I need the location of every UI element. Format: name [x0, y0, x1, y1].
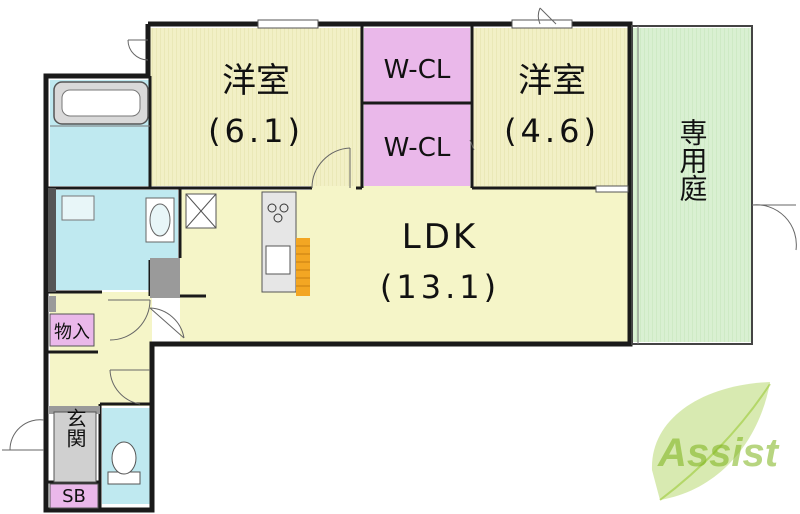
shoe-box-label-box	[49, 483, 99, 509]
private-garden-border	[631, 25, 753, 345]
walk-in-closet-2-label: W-CL	[384, 133, 451, 163]
western-room-2-name: 洋室	[518, 61, 586, 101]
private-garden-label: 専用庭	[676, 118, 709, 202]
western-room-2-floor	[472, 28, 628, 186]
assist-logo: Assist	[651, 382, 780, 501]
refrigerator-space	[185, 193, 217, 229]
washbasin	[61, 195, 175, 243]
ldk-name: LDK	[402, 217, 478, 257]
logo-leaf-icon	[651, 382, 770, 500]
toilet-fixture	[107, 441, 141, 485]
walls	[43, 21, 633, 513]
private-garden-floor	[632, 28, 752, 342]
doors	[2, 7, 797, 451]
hallway-floor	[50, 292, 152, 406]
wall-posts	[48, 188, 180, 414]
western-room-1-size: (6.1)	[208, 112, 304, 150]
ldk-floor-upper	[310, 186, 628, 192]
entrance-label-box	[53, 411, 97, 483]
western-room-1-name: 洋室	[222, 61, 290, 101]
logo-text: Assist	[657, 431, 780, 475]
ldk-floor	[180, 190, 628, 342]
kitchen-counter	[261, 191, 310, 296]
walk-in-closet-1-floor	[364, 28, 470, 102]
bathtub	[50, 81, 150, 127]
walk-in-closet-1-label: W-CL	[384, 55, 451, 85]
entrance-label: 玄関	[63, 408, 87, 448]
walk-in-closet-2-floor	[364, 104, 470, 186]
western-room-2-size: (4.6)	[504, 112, 600, 150]
storage-label: 物入	[54, 322, 90, 343]
storage-label-box	[49, 313, 95, 347]
western-room-1-floor	[150, 28, 362, 186]
windows	[257, 19, 629, 193]
logo-swoosh-icon	[659, 383, 771, 501]
shoe-box-label: SB	[62, 486, 86, 507]
ldk-size: (13.1)	[380, 268, 500, 306]
